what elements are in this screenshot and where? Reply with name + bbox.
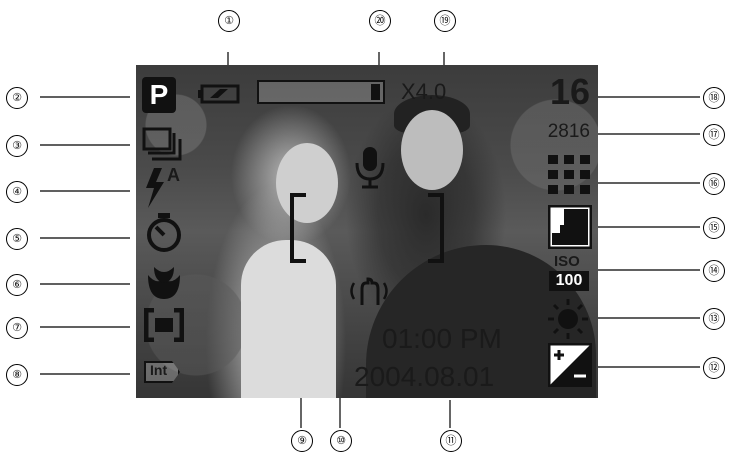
callout-5: ⑤ bbox=[6, 228, 28, 250]
callout-13: ⑬ bbox=[703, 308, 725, 330]
shots-remaining: 16 bbox=[550, 71, 590, 113]
callout-16: ⑯ bbox=[703, 173, 725, 195]
flash-auto-label: A bbox=[167, 165, 180, 186]
callout-8: ⑧ bbox=[6, 364, 28, 386]
memory-label: Int bbox=[150, 362, 167, 378]
callout-4: ④ bbox=[6, 181, 28, 203]
callout-10: ⑩ bbox=[330, 430, 352, 452]
quality-icon bbox=[548, 155, 592, 195]
callout-7: ⑦ bbox=[6, 317, 28, 339]
callout-2: ② bbox=[6, 87, 28, 109]
exposure-compensation-icon bbox=[548, 343, 592, 387]
drive-mode-icon bbox=[142, 127, 182, 165]
callout-11: ⑪ bbox=[440, 430, 462, 452]
lcd-screen: P X4.0 16 2816 A Int bbox=[136, 65, 598, 398]
callout-9: ⑨ bbox=[291, 430, 313, 452]
iso-label: ISO bbox=[554, 253, 580, 270]
image-size: 2816 bbox=[548, 121, 590, 143]
callout-6: ⑥ bbox=[6, 274, 28, 296]
callout-1: ① bbox=[218, 10, 240, 32]
battery-icon bbox=[198, 83, 242, 105]
zoom-bar-fill bbox=[371, 84, 380, 100]
iso-value: 100 bbox=[549, 271, 589, 291]
self-timer-icon bbox=[144, 213, 184, 253]
callout-18: ⑱ bbox=[703, 87, 725, 109]
white-balance-icon bbox=[546, 297, 590, 341]
callout-19: ⑲ bbox=[434, 10, 456, 32]
af-frame bbox=[288, 193, 448, 263]
groom-face bbox=[401, 110, 463, 190]
callout-20: ⑳ bbox=[369, 10, 391, 32]
callout-15: ⑮ bbox=[703, 217, 725, 239]
callout-17: ⑰ bbox=[703, 124, 725, 146]
time-display: 01:00 PM bbox=[382, 323, 502, 355]
callout-12: ⑫ bbox=[703, 357, 725, 379]
sharpness-icon bbox=[548, 205, 592, 249]
zoom-ratio: X4.0 bbox=[401, 79, 446, 105]
voice-memo-icon bbox=[354, 147, 386, 189]
bride-dress bbox=[241, 240, 336, 398]
mode-indicator: P bbox=[142, 77, 176, 113]
zoom-bar bbox=[257, 80, 385, 104]
macro-icon bbox=[144, 265, 184, 301]
callout-3: ③ bbox=[6, 135, 28, 157]
callout-14: ⑭ bbox=[703, 260, 725, 282]
metering-icon bbox=[144, 308, 184, 342]
date-display: 2004.08.01 bbox=[354, 361, 494, 393]
shake-warning-icon bbox=[346, 275, 390, 309]
flash-icon bbox=[142, 168, 168, 208]
